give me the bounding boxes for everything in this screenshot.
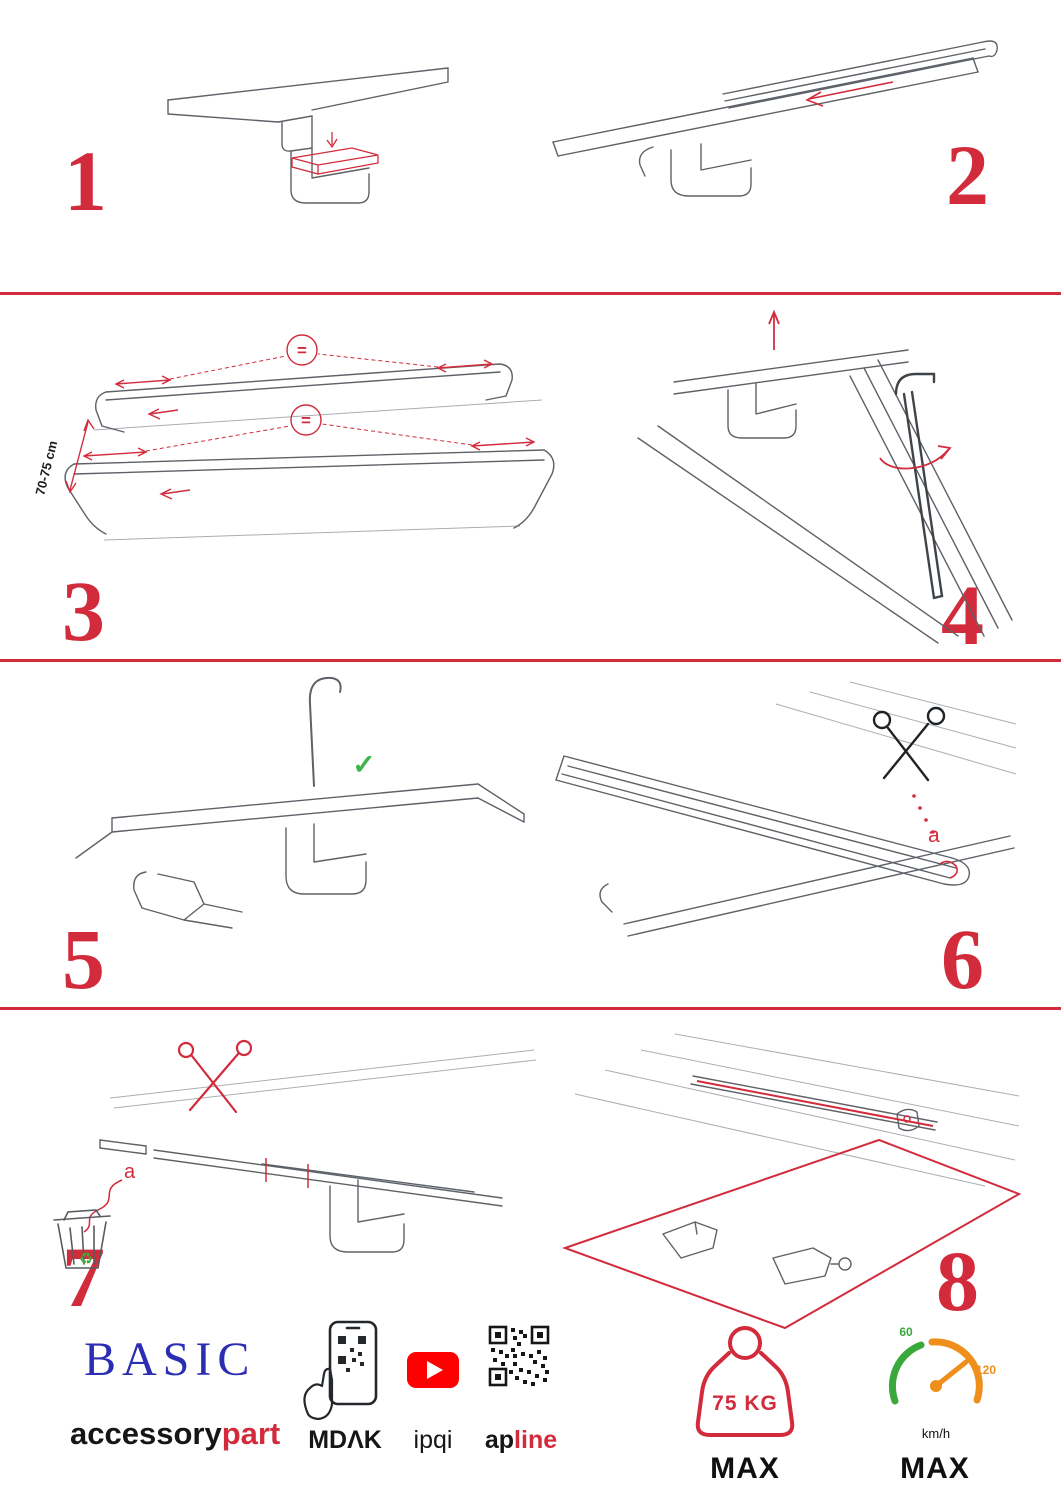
step2-illustration <box>552 40 998 197</box>
check-icon: ✓ <box>352 749 375 780</box>
step-6-number: 6 <box>941 911 984 1007</box>
speed-low-label: 60 <box>899 1325 913 1339</box>
bar-feet-drawing <box>662 1075 938 1285</box>
app-store-label: MDΛK <box>308 1426 382 1454</box>
roof-outline <box>93 399 543 541</box>
red-guides <box>562 1080 1022 1330</box>
section-divider <box>0 659 1061 662</box>
youtube-icon <box>407 1352 459 1388</box>
step-5-number: 5 <box>62 911 105 1007</box>
recycle-icon: ♻ <box>79 1251 93 1268</box>
max-weight-icon: 75 KG <box>695 1326 795 1437</box>
brand-subtitle: accessorypart <box>70 1416 280 1452</box>
weight-value: 75 KG <box>712 1392 778 1415</box>
cut-marks <box>83 1158 309 1233</box>
bar-slide-drawing <box>552 40 998 197</box>
equal-spacing-mark: = <box>297 341 307 360</box>
speed-high-label: 120 <box>976 1363 996 1377</box>
cut-strip-highlight <box>912 794 958 879</box>
bar-distance-label: 70-75 cm <box>32 439 60 497</box>
phone-qr-scan-icon <box>303 1320 378 1421</box>
allen-key-drawing <box>894 372 944 600</box>
rail-clamp-drawing <box>167 67 449 204</box>
step8-illustration <box>562 1033 1022 1330</box>
brand-logo: BASIC <box>84 1332 255 1387</box>
section-divider <box>0 1007 1061 1010</box>
step-1-number: 1 <box>64 133 107 229</box>
step-3-number: 3 <box>62 563 105 659</box>
trash-bin-icon <box>53 1209 111 1269</box>
step5-illustration: ✓ <box>75 676 525 929</box>
rotation-arrows <box>768 309 952 470</box>
website-label-red: line <box>514 1426 558 1454</box>
crossbar-end-drawing <box>555 755 1015 937</box>
section-divider <box>0 292 1061 295</box>
rail-tighten-drawing <box>637 349 1013 644</box>
website-label-black: ap <box>484 1426 515 1454</box>
step6-illustration: a <box>555 681 1017 937</box>
part-label-a: a <box>124 1161 136 1183</box>
strip-clamp-drawing <box>99 1139 503 1253</box>
speed-unit-label: km/h <box>922 1426 950 1441</box>
step-8-number: 8 <box>936 1233 979 1329</box>
qr-code-icon <box>488 1325 550 1387</box>
step7-illustration: a ♻ <box>53 1039 537 1269</box>
roof-lines <box>109 1049 537 1109</box>
brand-subtitle-red: part <box>221 1416 281 1451</box>
part-label-a: a <box>928 824 940 847</box>
roof-lines <box>574 1033 1020 1187</box>
step4-illustration <box>637 309 1013 644</box>
brand-name: BASIC <box>84 1333 256 1386</box>
clamp-hook-drawing <box>75 676 525 929</box>
speedometer-icon: 60 120 km/h <box>888 1325 996 1441</box>
dimension-arrows <box>65 334 536 500</box>
step3-illustration: = = 70-75 cm <box>32 334 555 541</box>
crossbars-drawing <box>64 363 555 535</box>
speed-max-label: MAX <box>900 1452 970 1485</box>
slide-direction-arrow <box>805 81 894 107</box>
scissors-icon <box>872 706 946 782</box>
red-pad-highlight <box>291 132 379 175</box>
step-2-number: 2 <box>946 127 989 223</box>
roof-slats <box>775 681 1017 775</box>
step1-illustration <box>167 67 449 204</box>
website-label: apline <box>478 1426 564 1455</box>
equal-spacing-mark: = <box>301 411 311 430</box>
youtube-channel-label: ipqi <box>413 1426 453 1454</box>
brand-subtitle-black: accessory <box>70 1416 222 1451</box>
weight-max-label: MAX <box>710 1452 780 1485</box>
scissors-icon <box>177 1039 253 1114</box>
